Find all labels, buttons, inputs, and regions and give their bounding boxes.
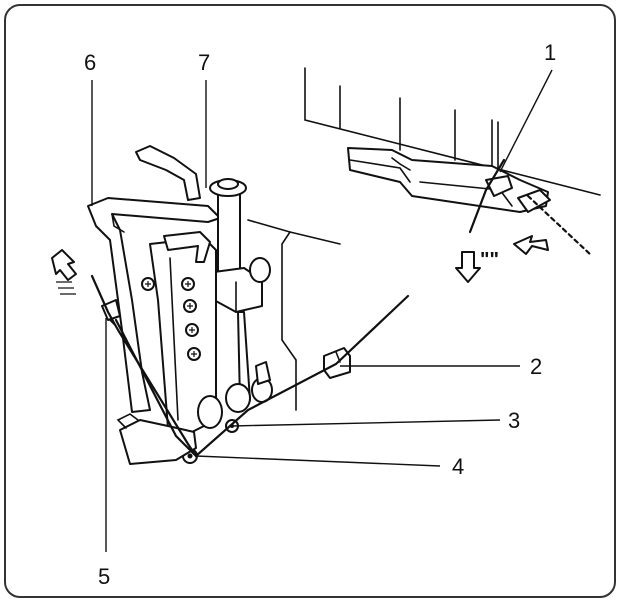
base-plate xyxy=(116,413,197,465)
mounting-bracket xyxy=(141,231,217,433)
thread-path-return xyxy=(114,318,198,458)
callout-2: 2 xyxy=(530,354,542,379)
left-thread-guide xyxy=(101,299,121,327)
presser-shaft xyxy=(209,178,263,403)
tension-lever xyxy=(135,145,201,201)
callout-1: 1 xyxy=(544,40,556,65)
callout-6: 6 xyxy=(84,50,96,75)
callout-3: 3 xyxy=(508,408,520,433)
arrow-mark-1: "" xyxy=(480,249,499,271)
callout-5: 5 xyxy=(98,564,110,589)
arrow-down-icon: "" xyxy=(455,249,499,283)
callout-7: 7 xyxy=(198,50,210,75)
figure-frame xyxy=(4,4,616,598)
thread-upper xyxy=(468,158,506,234)
thread-dashed xyxy=(526,194,594,258)
looper-guide-bar xyxy=(347,147,551,213)
thread-path xyxy=(90,274,410,458)
arrow-left-icon xyxy=(513,235,549,255)
callout-leaders xyxy=(91,69,553,552)
callout-4: 4 xyxy=(452,454,464,479)
thread-guide-frame xyxy=(87,197,221,413)
arrow-up-left-icon xyxy=(51,249,77,295)
